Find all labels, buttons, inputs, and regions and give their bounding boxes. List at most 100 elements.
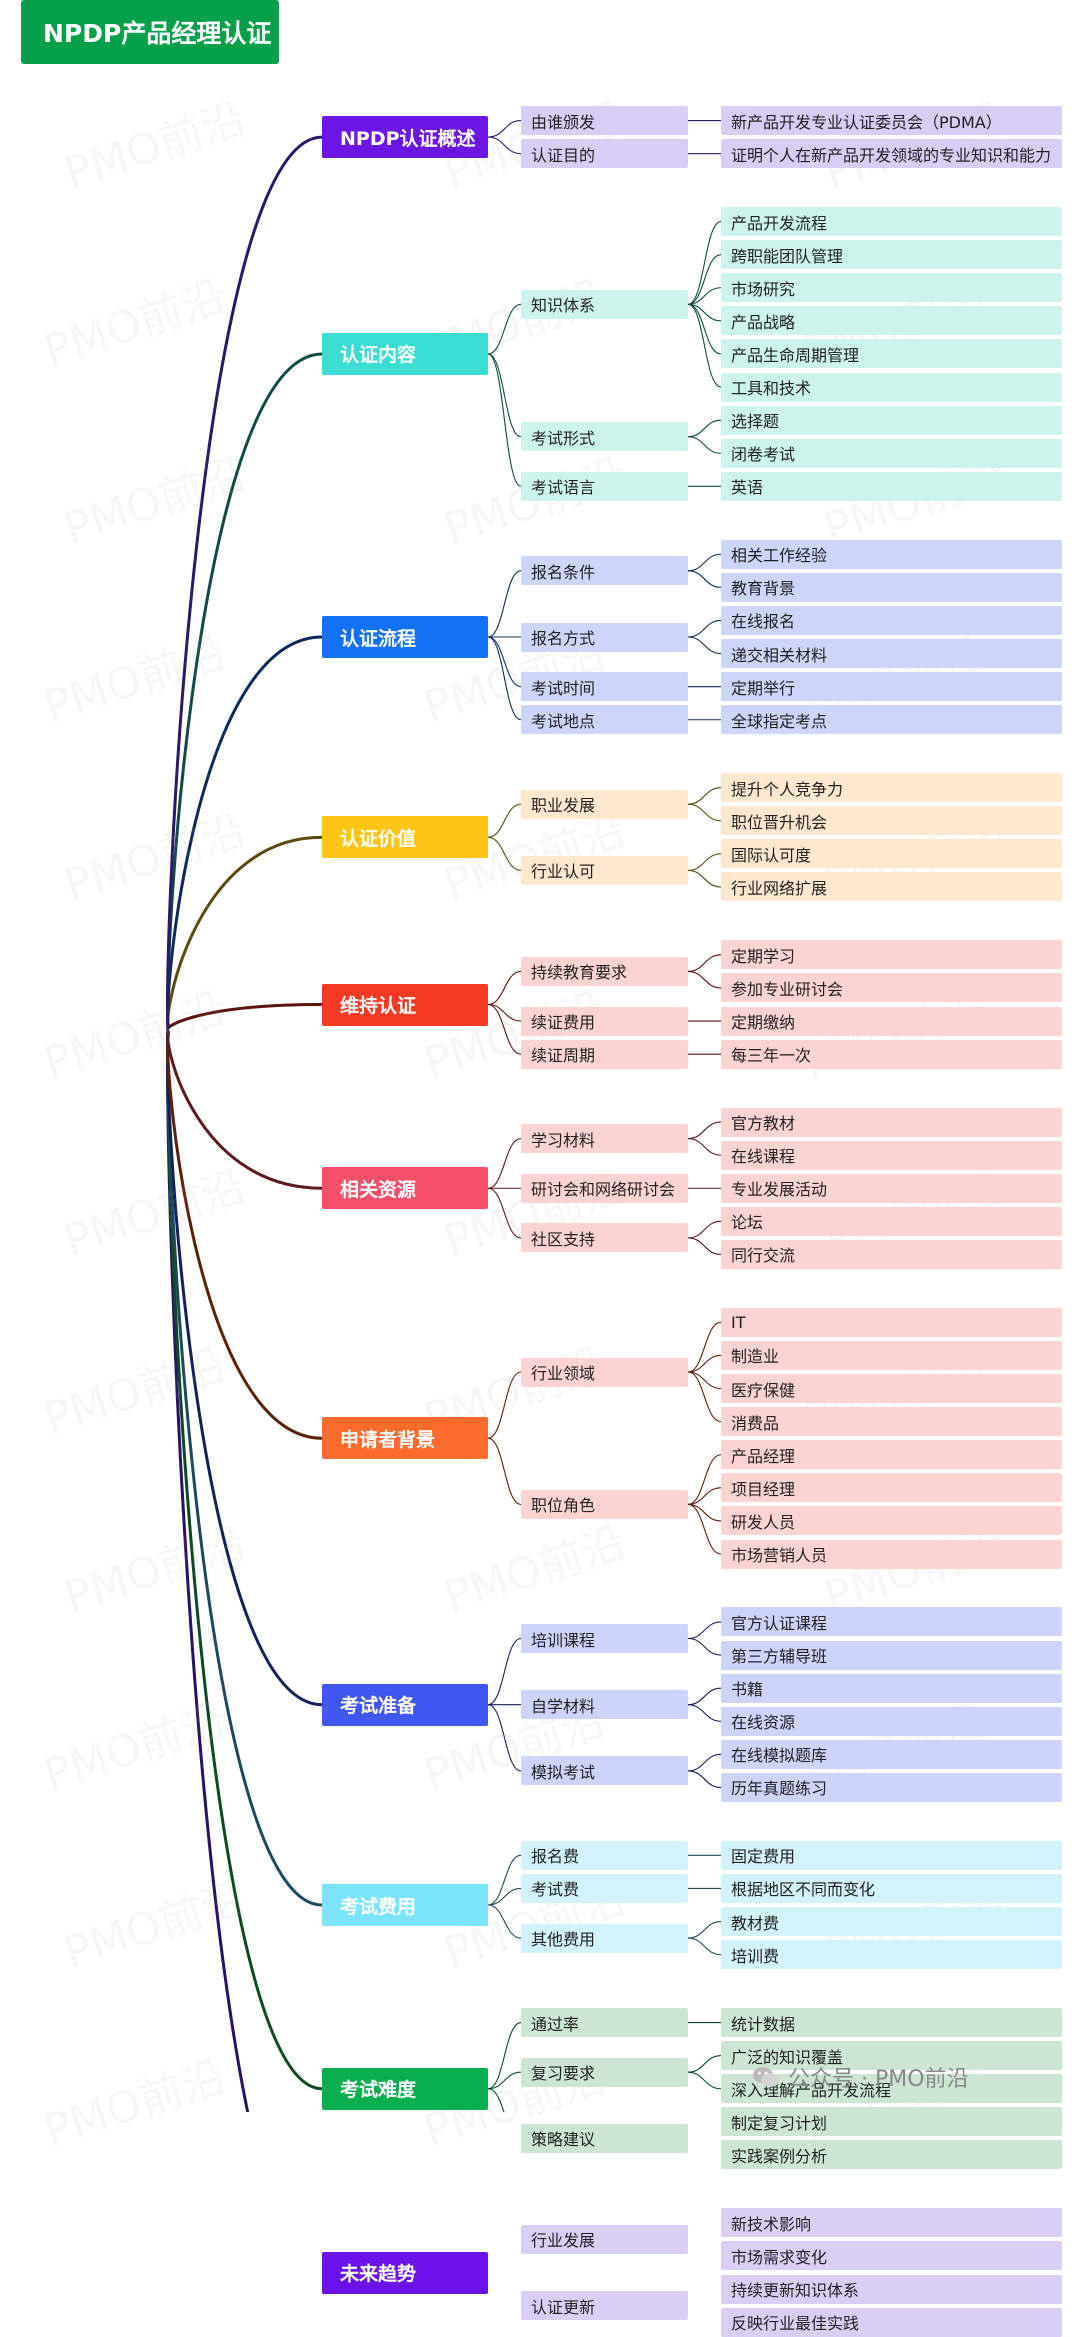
branch-node-2[interactable]: 认证内容 [322, 332, 488, 375]
leaf-node[interactable]: 国际认可度 [721, 839, 1062, 869]
leaf-node[interactable]: 官方认证课程 [721, 1607, 1062, 1637]
sub-node[interactable]: 职业发展 [521, 789, 688, 819]
leaf-node[interactable]: 市场研究 [721, 273, 1062, 303]
leaf-node[interactable]: 教育背景 [721, 572, 1062, 602]
sub-node[interactable]: 复习要求 [521, 2057, 688, 2087]
leaf-node[interactable]: 选择题 [721, 405, 1062, 435]
branch-node-8[interactable]: 考试准备 [322, 1683, 488, 1726]
leaf-node[interactable]: 固定费用 [721, 1840, 1062, 1870]
leaf-node[interactable]: 研发人员 [721, 1506, 1062, 1536]
leaf-node[interactable]: 专业发展活动 [721, 1173, 1062, 1203]
sub-node[interactable]: 模拟考试 [521, 1756, 688, 1786]
leaf-node[interactable]: 广泛的知识覆盖 [721, 2041, 1062, 2071]
sub-node[interactable]: 自学材料 [521, 1690, 688, 1720]
leaf-node[interactable]: 定期缴纳 [721, 1006, 1062, 1036]
sub-node[interactable]: 持续教育要求 [521, 956, 688, 986]
leaf-node[interactable]: 每三年一次 [721, 1039, 1062, 1069]
leaf-node[interactable]: 在线课程 [721, 1140, 1062, 1170]
leaf-node[interactable]: 历年真题练习 [721, 1772, 1062, 1802]
sub-node[interactable]: 研讨会和网络研讨会 [521, 1173, 688, 1203]
sub-node[interactable]: 考试时间 [521, 672, 688, 702]
branch-sub-link [487, 1003, 522, 1022]
leaf-node[interactable]: 市场营销人员 [721, 1539, 1062, 1569]
sub-node[interactable]: 续证周期 [521, 1039, 688, 1069]
branch-node-10[interactable]: 考试难度 [322, 2067, 488, 2110]
leaf-node[interactable]: 英语 [721, 471, 1062, 501]
root-node[interactable]: NPDP产品经理认证 [21, 0, 279, 64]
leaf-node[interactable]: 新技术影响 [721, 2208, 1062, 2238]
leaf-node[interactable]: 制造业 [721, 1340, 1062, 1370]
branch-node-11[interactable]: 未来趋势 [322, 2251, 488, 2294]
sub-node[interactable]: 考试地点 [521, 705, 688, 735]
leaf-node[interactable]: 在线模拟题库 [721, 1739, 1062, 1769]
leaf-node[interactable]: 产品经理 [721, 1440, 1062, 1470]
sub-node[interactable]: 行业发展 [521, 2224, 688, 2254]
sub-node[interactable]: 社区支持 [521, 1223, 688, 1253]
leaf-node[interactable]: 项目经理 [721, 1473, 1062, 1503]
sub-node[interactable]: 策略建议 [521, 2123, 688, 2153]
leaf-node[interactable]: IT [721, 1307, 1062, 1337]
sub-node[interactable]: 报名条件 [521, 556, 688, 586]
leaf-node[interactable]: 新产品开发专业认证委员会（PDMA） [721, 106, 1062, 136]
leaf-node[interactable]: 官方教材 [721, 1107, 1062, 1137]
leaf-node[interactable]: 教材费 [721, 1907, 1062, 1937]
leaf-node[interactable]: 全球指定考点 [721, 705, 1062, 735]
leaf-node[interactable]: 提升个人竞争力 [721, 773, 1062, 803]
leaf-node[interactable]: 证明个人在新产品开发领域的专业知识和能力 [721, 139, 1062, 169]
leaf-node[interactable]: 递交相关材料 [721, 639, 1062, 669]
leaf-node[interactable]: 医疗保健 [721, 1374, 1062, 1404]
sub-node[interactable]: 考试形式 [521, 422, 688, 452]
sub-node[interactable]: 报名费 [521, 1840, 688, 1870]
sub-node[interactable]: 认证更新 [521, 2291, 688, 2321]
leaf-node[interactable]: 反映行业最佳实践 [721, 2307, 1062, 2337]
branch-node-7[interactable]: 申请者背景 [322, 1417, 488, 1460]
leaf-node[interactable]: 跨职能团队管理 [721, 240, 1062, 270]
leaf-node[interactable]: 根据地区不同而变化 [721, 1873, 1062, 1903]
leaf-node[interactable]: 消费品 [721, 1407, 1062, 1437]
leaf-node[interactable]: 工具和技术 [721, 372, 1062, 402]
sub-node[interactable]: 职位角色 [521, 1489, 688, 1519]
leaf-node[interactable]: 职位晋升机会 [721, 806, 1062, 836]
branch-node-9[interactable]: 考试费用 [322, 1884, 488, 1926]
branch-node-1[interactable]: NPDP认证概述 [322, 116, 488, 159]
leaf-node[interactable]: 相关工作经验 [721, 539, 1062, 569]
sub-node[interactable]: 行业领域 [521, 1357, 688, 1387]
leaf-node[interactable]: 产品战略 [721, 306, 1062, 336]
sub-node[interactable]: 其他费用 [521, 1923, 688, 1953]
leaf-node[interactable]: 在线报名 [721, 605, 1062, 635]
leaf-node[interactable]: 统计数据 [721, 2008, 1062, 2038]
leaf-node[interactable]: 定期举行 [721, 672, 1062, 702]
branch-node-3[interactable]: 认证流程 [322, 616, 488, 658]
sub-node[interactable]: 学习材料 [521, 1124, 688, 1154]
leaf-node[interactable]: 书籍 [721, 1673, 1062, 1703]
sub-node[interactable]: 培训课程 [521, 1624, 688, 1653]
leaf-node[interactable]: 同行交流 [721, 1239, 1062, 1269]
leaf-node[interactable]: 市场需求变化 [721, 2241, 1062, 2271]
sub-leaf-link [687, 1503, 722, 1555]
leaf-node[interactable]: 持续更新知识体系 [721, 2274, 1062, 2304]
sub-node[interactable]: 报名方式 [521, 622, 688, 652]
sub-node[interactable]: 考试费 [521, 1873, 688, 1903]
leaf-node[interactable]: 闭卷考试 [721, 438, 1062, 468]
leaf-node[interactable]: 第三方辅导班 [721, 1640, 1062, 1670]
leaf-node[interactable]: 参加专业研讨会 [721, 973, 1062, 1003]
sub-node[interactable]: 考试语言 [521, 471, 688, 501]
leaf-node[interactable]: 实践案例分析 [721, 2140, 1062, 2170]
leaf-node[interactable]: 论坛 [721, 1206, 1062, 1236]
branch-node-6[interactable]: 相关资源 [322, 1167, 488, 1210]
sub-node[interactable]: 认证目的 [521, 139, 688, 169]
branch-node-4[interactable]: 认证价值 [322, 816, 488, 859]
leaf-node[interactable]: 产品生命周期管理 [721, 339, 1062, 369]
sub-node[interactable]: 由谁颁发 [521, 106, 688, 136]
sub-node[interactable]: 续证费用 [521, 1006, 688, 1036]
sub-leaf-link [687, 1753, 722, 1772]
sub-node[interactable]: 通过率 [521, 2008, 688, 2038]
leaf-node[interactable]: 定期学习 [721, 940, 1062, 970]
leaf-node[interactable]: 培训费 [721, 1940, 1062, 1970]
sub-node[interactable]: 行业认可 [521, 855, 688, 885]
sub-node[interactable]: 知识体系 [521, 289, 688, 319]
leaf-node[interactable]: 在线资源 [721, 1706, 1062, 1736]
branch-node-5[interactable]: 维持认证 [322, 983, 488, 1026]
leaf-node[interactable]: 行业网络扩展 [721, 872, 1062, 902]
leaf-node[interactable]: 产品开发流程 [721, 207, 1062, 237]
